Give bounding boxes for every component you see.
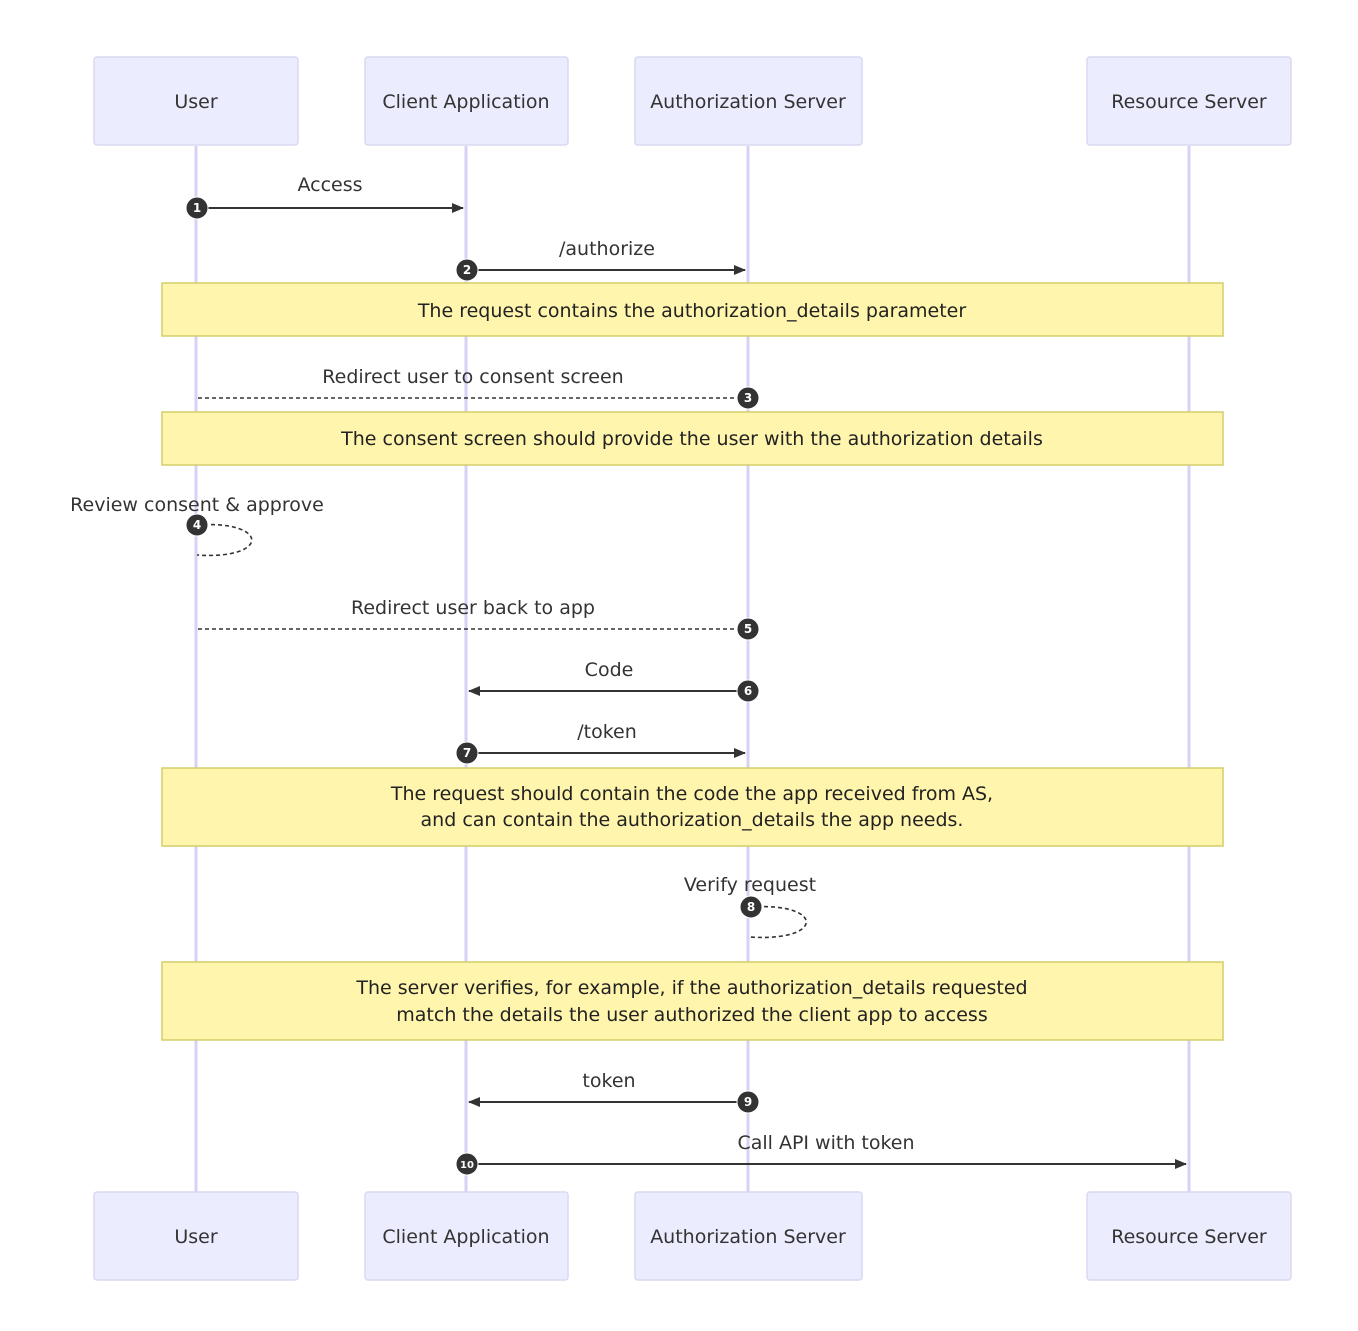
note-token-request: The request should contain the code the … [161, 767, 1224, 847]
note-line: The consent screen should provide the us… [340, 428, 1043, 450]
sequence-number-badge [736, 617, 760, 641]
sequence-number: 2 [463, 263, 471, 277]
sequence-number-badge [739, 895, 763, 919]
sequence-number: 3 [744, 391, 752, 405]
actor-label: Resource Server [1111, 1226, 1267, 1248]
message-label: /authorize [559, 238, 655, 260]
sequence-number-badge [455, 258, 479, 282]
actor-bottom-resource-server: Resource Server [1086, 1191, 1292, 1281]
actor-top-authorization-server: Authorization Server [634, 56, 863, 146]
sequence-number-badge [455, 1152, 479, 1176]
note-authorization-details-parameter: The request contains the authorization_d… [161, 282, 1224, 337]
sequence-number-badge [736, 386, 760, 410]
message-label: Verify request [684, 874, 816, 896]
note-line: match the details the user authorized th… [396, 1004, 987, 1026]
message-label: token [582, 1070, 635, 1092]
sequence-number-badge [736, 679, 760, 703]
actor-label: Authorization Server [650, 91, 846, 113]
actor-label: Client Application [382, 91, 549, 113]
message-label: /token [577, 721, 637, 743]
message-label: Call API with token [737, 1132, 914, 1154]
message-authorize: /authorize 2 [455, 238, 746, 282]
actor-bottom-user: User [93, 1191, 299, 1281]
actor-label: User [174, 91, 217, 113]
sequence-number: 1 [193, 201, 201, 215]
sequence-number: 6 [744, 684, 752, 698]
message-self-loop [749, 905, 808, 939]
message-redirect-to-consent: Redirect user to consent screen 3 [198, 366, 760, 410]
sequence-number: 8 [747, 900, 755, 914]
actor-top-client-application: Client Application [364, 56, 569, 146]
note-line: The request should contain the code the … [390, 783, 993, 805]
message-token-request: /token 7 [455, 721, 746, 765]
sequence-number: 7 [463, 746, 471, 760]
actor-label: User [174, 1226, 217, 1248]
message-call-api: Call API with token 10 [455, 1132, 1187, 1176]
sequence-number-badge [185, 196, 209, 220]
note-line: The request contains the authorization_d… [417, 300, 967, 322]
actor-bottom-client-application: Client Application [364, 1191, 569, 1281]
sequence-number: 9 [744, 1095, 752, 1109]
sequence-number-badge [736, 1090, 760, 1114]
actor-label: Authorization Server [650, 1226, 846, 1248]
actor-top-resource-server: Resource Server [1086, 56, 1292, 146]
actor-label: Client Application [382, 1226, 549, 1248]
message-token-response: token 9 [468, 1070, 760, 1114]
message-label: Review consent & approve [70, 494, 324, 516]
sequence-number-badge [455, 741, 479, 765]
note-line: The server verifies, for example, if the… [355, 977, 1027, 999]
message-label: Code [585, 659, 634, 681]
message-label: Access [297, 174, 362, 196]
sequence-number: 5 [744, 622, 752, 636]
sequence-number-badge [185, 513, 209, 537]
actor-top-user: User [93, 56, 299, 146]
sequence-number: 10 [460, 1160, 474, 1171]
message-label: Redirect user to consent screen [322, 366, 623, 388]
message-redirect-back: Redirect user back to app 5 [198, 597, 760, 641]
actor-bottom-authorization-server: Authorization Server [634, 1191, 863, 1281]
message-code: Code 6 [468, 659, 760, 703]
message-review-consent: Review consent & approve 4 [70, 494, 324, 557]
note-server-verifies: The server verifies, for example, if the… [161, 961, 1224, 1041]
message-self-loop [196, 523, 253, 557]
message-verify-request: Verify request 8 [684, 874, 816, 939]
note-consent-screen: The consent screen should provide the us… [161, 411, 1224, 466]
message-access: Access 1 [185, 174, 464, 220]
sequence-number: 4 [193, 518, 201, 532]
note-line: and can contain the authorization_detail… [421, 809, 964, 831]
actor-label: Resource Server [1111, 91, 1267, 113]
message-label: Redirect user back to app [351, 597, 595, 619]
